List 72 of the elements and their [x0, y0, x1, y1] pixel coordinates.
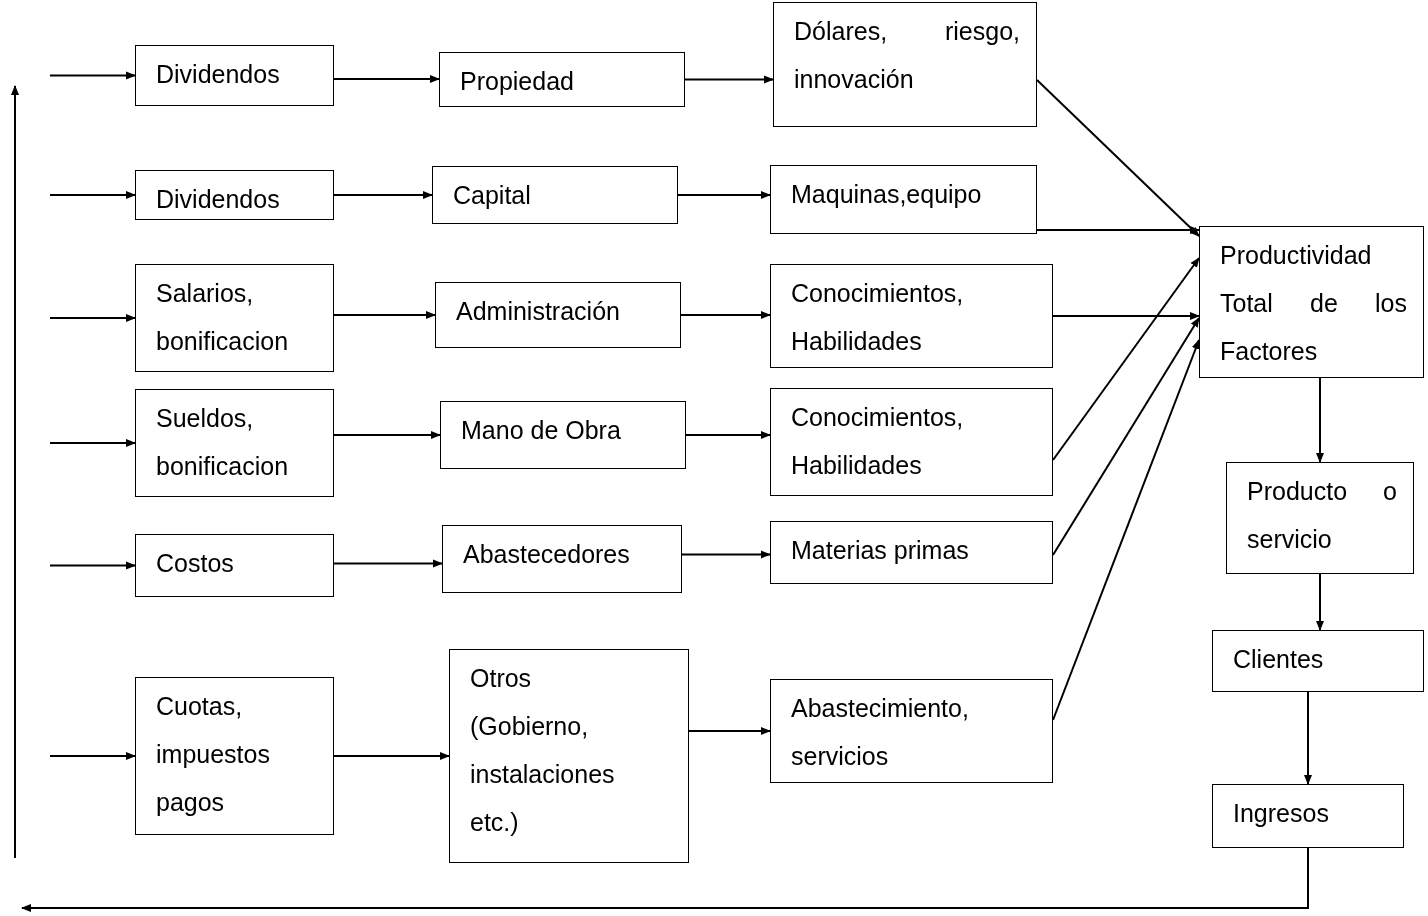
box-label: Abastecimiento, servicios: [791, 693, 970, 772]
box-label: Dividendos: [156, 184, 281, 215]
box-label: Administración: [456, 296, 621, 327]
arrow: [1052, 339, 1200, 721]
box-label: Dólares, riesgo, innovación: [794, 16, 1020, 95]
arrow: [684, 75, 774, 84]
process-box: [135, 389, 334, 497]
process-box: [435, 282, 681, 348]
process-box: [442, 525, 682, 593]
arrow: [1052, 317, 1200, 556]
process-box: [770, 679, 1053, 783]
process-box: [770, 388, 1053, 496]
process-box: [770, 264, 1053, 368]
process-box: [773, 2, 1037, 127]
process-box: [770, 165, 1037, 234]
arrow: [685, 431, 771, 439]
process-box: [432, 166, 678, 224]
box-label: Propiedad: [460, 66, 575, 97]
box-label: Mano de Obra: [461, 415, 622, 446]
arrow: [1304, 691, 1312, 785]
process-box: [135, 534, 334, 597]
box-label: Conocimientos, Habilidades: [791, 402, 965, 481]
arrow: [49, 561, 136, 570]
process-box: [1226, 462, 1414, 574]
process-box: [135, 677, 334, 835]
box-label: Cuotas, impuestos pagos: [156, 691, 271, 818]
arrow: [333, 431, 441, 439]
arrow: [333, 311, 436, 319]
arrow: [49, 314, 136, 322]
process-box: [1212, 630, 1424, 692]
box-label: Clientes: [1233, 644, 1325, 675]
arrow: [688, 727, 771, 735]
arrow: [1316, 573, 1324, 631]
arrow: [333, 191, 433, 199]
arrow: [49, 752, 136, 760]
process-box: [135, 45, 334, 106]
arrow: [1036, 226, 1200, 234]
process-box: [440, 401, 686, 469]
box-label: Salarios, bonificacion: [156, 278, 290, 357]
arrow: [21, 847, 1309, 912]
box-label: Maquinas,equipo: [791, 179, 983, 210]
arrow: [677, 191, 771, 199]
box-label: Materias primas: [791, 535, 970, 566]
box-label: Sueldos, bonificacion: [156, 403, 290, 482]
box-label: Dividendos: [156, 59, 281, 90]
process-box: [439, 52, 685, 107]
arrow: [49, 191, 136, 199]
box-label: Producto o servicio: [1247, 476, 1397, 555]
arrow: [333, 752, 450, 760]
process-box: [449, 649, 689, 863]
box-label: Ingresos: [1233, 798, 1330, 829]
arrow: [333, 559, 443, 568]
arrow: [49, 71, 136, 80]
process-box: [1212, 784, 1404, 848]
process-box: [135, 170, 334, 220]
arrow: [49, 439, 136, 447]
arrow: [1052, 257, 1200, 461]
box-label: Otros (Gobierno, instalaciones etc.): [470, 663, 616, 838]
arrow: [681, 550, 771, 559]
box-label: Abastecedores: [463, 539, 631, 570]
arrow: [1316, 377, 1324, 463]
arrow: [1036, 79, 1200, 237]
arrow: [680, 311, 771, 319]
process-box: [1199, 226, 1424, 378]
box-label: Capital: [453, 180, 532, 211]
process-box: [770, 521, 1053, 584]
arrow: [1052, 312, 1200, 320]
box-label: Conocimientos, Habilidades: [791, 278, 965, 357]
arrow: [333, 75, 440, 83]
box-label: Costos: [156, 548, 235, 579]
box-label: Productividad Total de los Factores: [1220, 240, 1407, 367]
process-box: [135, 264, 334, 372]
